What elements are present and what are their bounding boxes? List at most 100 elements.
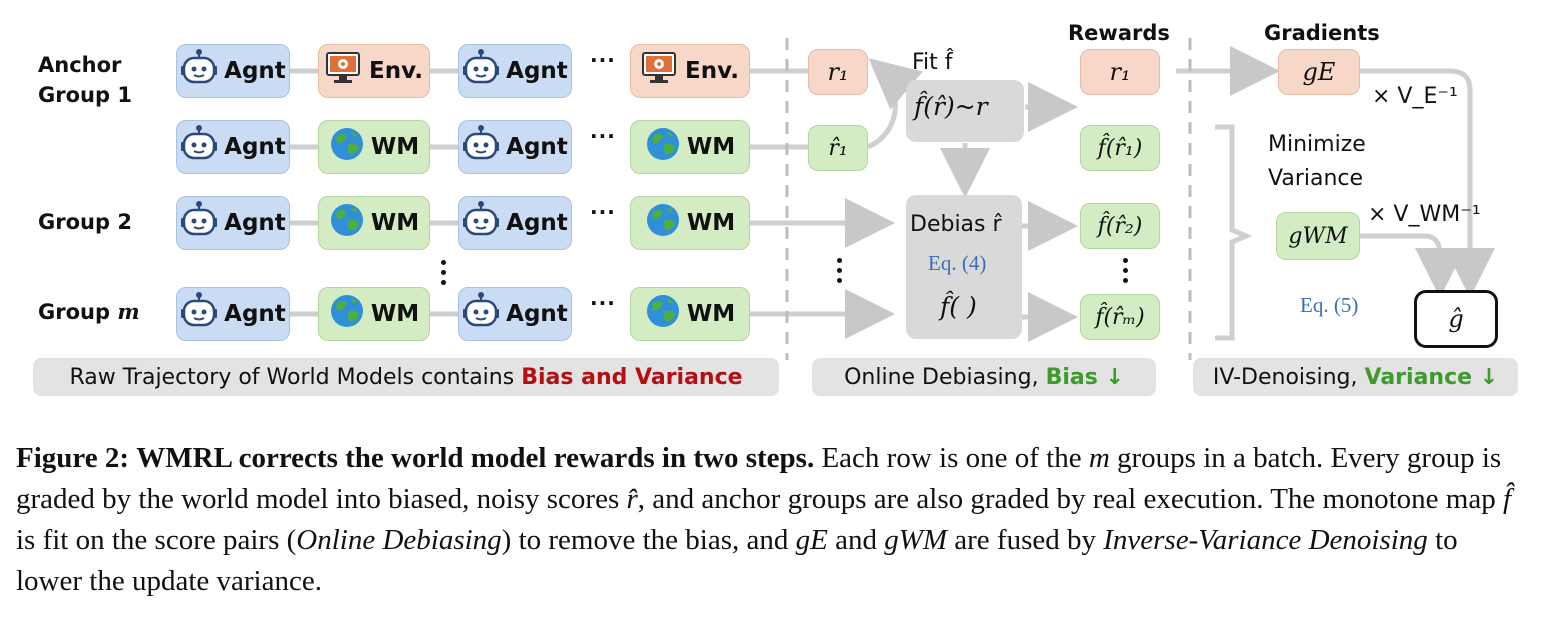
figure: Anchor Group 1 Group 2 Group m Agnt Env.… (33, 21, 1518, 396)
caption-rhat: r̂ (626, 483, 638, 515)
env-box: Env. (318, 44, 430, 98)
gradient-gE: gE (1278, 49, 1360, 95)
rewards-header: Rewards (1068, 21, 1170, 45)
wm-label: WM (686, 210, 736, 236)
robot-icon (462, 48, 500, 94)
raw-reward-rhat1: r̂₁ (808, 125, 868, 171)
wm-label: WM (370, 301, 420, 327)
online-debiasing-banner: Online Debiasing, Bias ↓ (812, 358, 1156, 396)
iv-banner-text: IV-Denoising, (1212, 364, 1358, 390)
eq4-reference: Eq. (4) (928, 251, 987, 275)
agent-label: Agnt (506, 210, 568, 236)
raw-reward-r1: r₁ (808, 49, 868, 95)
globe-icon (645, 293, 681, 335)
online-banner-text: Online Debiasing, (844, 364, 1039, 390)
robot-icon (180, 124, 218, 170)
debias-box (906, 195, 1022, 339)
agent-label: Agnt (224, 210, 286, 236)
caption-text: ) to remove the bias, and (501, 524, 796, 556)
fhat-empty: f̂( ) (940, 292, 977, 321)
caption-text: are fused by (947, 524, 1104, 556)
caption-text: Each row is one of the (814, 442, 1089, 474)
robot-icon (462, 200, 500, 246)
minimize-label: Minimize (1268, 132, 1366, 157)
caption-ivd: Inverse-Variance Denoising (1103, 524, 1428, 556)
row-label-groupm: Group m (38, 297, 140, 327)
agent-label: Agnt (224, 134, 286, 160)
caption-title: WMRL corrects the world model rewards in… (136, 442, 815, 474)
gradient-ghat: ĝ (1414, 290, 1498, 348)
row-label-anchor: Anchor Group 1 (38, 50, 132, 110)
agent-box: Agnt (176, 44, 290, 98)
fit-box-label: f̂(r̂)~r (914, 92, 988, 121)
caption-fhat: f̂ (1502, 483, 1512, 515)
row-label-group2: Group 2 (38, 210, 132, 234)
caption-online-debiasing: Online Debiasing (296, 524, 502, 556)
caption-gE: gE (795, 524, 828, 556)
groupm-var: m (117, 299, 140, 324)
vertical-ellipsis (441, 260, 447, 290)
agent-label: Agnt (506, 58, 568, 84)
wm-label: WM (686, 134, 736, 160)
globe-icon (329, 293, 365, 335)
agent-box: Agnt (458, 196, 572, 250)
globe-icon (329, 202, 365, 244)
ellipsis: ··· (590, 200, 616, 224)
caption-text: groups in a batch. Every group is graded… (16, 442, 1502, 515)
vertical-ellipsis (1123, 258, 1129, 288)
times-VE-inverse: × V_E⁻¹ (1372, 84, 1458, 109)
wm-box: WM (318, 287, 430, 341)
wm-box: WM (630, 196, 750, 250)
agent-box: Agnt (458, 44, 572, 98)
agent-box: Agnt (176, 120, 290, 174)
agent-box: Agnt (176, 196, 290, 250)
gradient-gWM: gWM (1276, 212, 1360, 260)
ellipsis: ··· (590, 48, 616, 72)
fit-box (906, 80, 1024, 142)
robot-icon (180, 291, 218, 337)
variance-label: Variance (1268, 166, 1364, 191)
wm-box: WM (630, 287, 750, 341)
groupm-prefix: Group (38, 300, 118, 324)
wm-box: WM (318, 120, 430, 174)
reward-fhat-r1: f̂(r̂₁) (1080, 125, 1160, 171)
wm-box: WM (318, 196, 430, 250)
computer-gear-icon (325, 50, 363, 92)
env-label: Env. (369, 58, 423, 84)
raw-banner-text: Raw Trajectory of World Models contains (69, 364, 515, 390)
caption-text: is fit on the score pairs ( (16, 524, 297, 556)
reward-r1: r₁ (1080, 49, 1160, 95)
ellipsis: ··· (590, 124, 616, 148)
connector-lines (290, 38, 1495, 360)
reward-fhat-r2: f̂(r̂₂) (1080, 203, 1160, 249)
globe-icon (645, 202, 681, 244)
agent-box: Agnt (458, 287, 572, 341)
figure-caption: Figure 2: WMRL corrects the world model … (16, 438, 1528, 602)
agent-label: Agnt (224, 301, 286, 327)
wm-label: WM (370, 134, 420, 160)
vertical-ellipsis (837, 258, 843, 288)
times-VWM-inverse: × V_WM⁻¹ (1368, 202, 1481, 227)
robot-icon (180, 200, 218, 246)
caption-text: and (827, 524, 885, 556)
agent-box: Agnt (458, 120, 572, 174)
caption-text: , and anchor groups are also graded by r… (637, 483, 1503, 515)
reward-fhat-rm: f̂(r̂ₘ) (1080, 294, 1160, 340)
gradients-header: Gradients (1264, 21, 1380, 45)
env-label: Env. (685, 58, 739, 84)
agent-label: Agnt (224, 58, 286, 84)
caption-m: m (1088, 442, 1110, 474)
anchor-label: Anchor Group 1 (38, 53, 132, 107)
computer-gear-icon (641, 50, 679, 92)
raw-trajectory-banner: Raw Trajectory of World Models contains … (33, 358, 779, 396)
globe-icon (645, 126, 681, 168)
wm-label: WM (686, 301, 736, 327)
agent-label: Agnt (506, 301, 568, 327)
iv-denoising-banner: IV-Denoising, Variance ↓ (1193, 358, 1518, 396)
env-box: Env. (630, 44, 750, 98)
raw-banner-highlight: Bias and Variance (521, 364, 743, 390)
caption-gWM: gWM (884, 524, 948, 556)
agent-box: Agnt (176, 287, 290, 341)
ellipsis: ··· (590, 291, 616, 315)
iv-banner-highlight: Variance ↓ (1364, 364, 1499, 390)
